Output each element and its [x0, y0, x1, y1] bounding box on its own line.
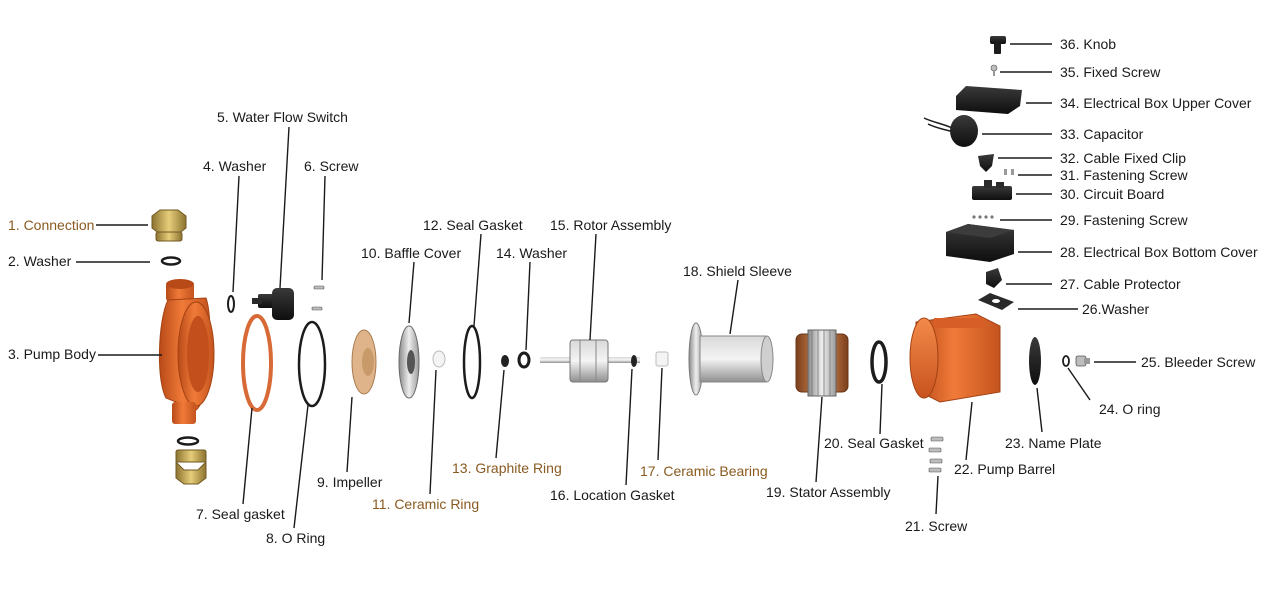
- label-15: 15. Rotor Assembly: [550, 217, 671, 233]
- label-26: 26.Washer: [1082, 301, 1150, 317]
- circuit-board-part: [972, 180, 1012, 200]
- label-22: 22. Pump Barrel: [954, 461, 1055, 477]
- label-2: 2. Washer: [8, 253, 72, 269]
- washer-26-part: [978, 293, 1014, 310]
- connection-part: [151, 209, 187, 242]
- electrical-box-bottom-cover-part: [946, 224, 1014, 262]
- label-7: 7. Seal gasket: [196, 506, 285, 522]
- location-gasket-part: [631, 355, 637, 367]
- label-24: 24. O ring: [1099, 401, 1160, 417]
- electrical-box-upper-cover-part: [956, 86, 1022, 114]
- label-8: 8. O Ring: [266, 530, 325, 546]
- label-27: 27. Cable Protector: [1060, 276, 1181, 292]
- fastening-screw-31-part: [1004, 169, 1014, 175]
- label-6: 6. Screw: [304, 158, 359, 174]
- o-ring-24-part: [1062, 355, 1070, 367]
- label-12: 12. Seal Gasket: [423, 217, 523, 233]
- label-20: 20. Seal Gasket: [824, 435, 924, 451]
- pump-barrel-part: [909, 313, 1001, 403]
- label-31: 31. Fastening Screw: [1060, 167, 1189, 183]
- label-10: 10. Baffle Cover: [361, 245, 461, 261]
- washer-4-part: [227, 295, 235, 313]
- connection-bottom-part: [175, 449, 207, 485]
- label-16: 16. Location Gasket: [550, 487, 675, 503]
- bleeder-screw-part: [1075, 355, 1090, 367]
- o-ring-8-part: [297, 320, 327, 408]
- pump-body-part: [158, 279, 215, 424]
- washer-2-part: [160, 256, 182, 266]
- label-23: 23. Name Plate: [1005, 435, 1102, 451]
- part-labels: 1. Connection 2. Washer 3. Pump Body 4. …: [8, 36, 1258, 546]
- label-4: 4. Washer: [203, 158, 267, 174]
- label-29: 29. Fastening Screw: [1060, 212, 1189, 228]
- label-1: 1. Connection: [8, 217, 94, 233]
- label-33: 33. Capacitor: [1060, 126, 1144, 142]
- label-9: 9. Impeller: [317, 474, 383, 490]
- label-13: 13. Graphite Ring: [452, 460, 562, 476]
- label-32: 32. Cable Fixed Clip: [1060, 150, 1186, 166]
- seal-gasket-12-part: [462, 324, 482, 400]
- rotor-assembly-part: [540, 339, 640, 383]
- label-18: 18. Shield Sleeve: [683, 263, 792, 279]
- cable-protector-part: [986, 268, 1002, 288]
- washer-14-part: [517, 351, 531, 369]
- label-3: 3. Pump Body: [8, 346, 96, 362]
- shield-sleeve-part: [688, 322, 774, 396]
- water-flow-switch-part: [252, 288, 294, 320]
- label-30: 30. Circuit Board: [1060, 186, 1164, 202]
- label-35: 35. Fixed Screw: [1060, 64, 1161, 80]
- label-11: 11. Ceramic Ring: [372, 496, 479, 512]
- knob-part: [990, 36, 1006, 54]
- stator-assembly-part: [795, 329, 849, 397]
- cable-fixed-clip-part: [978, 154, 994, 172]
- seal-gasket-20-part: [870, 340, 888, 384]
- label-28: 28. Electrical Box Bottom Cover: [1060, 244, 1258, 260]
- fastening-screw-29-part: [972, 215, 994, 219]
- washer-bottom-part: [176, 436, 200, 446]
- ceramic-bearing-part: [655, 351, 669, 367]
- screw-6-part: [311, 285, 325, 311]
- label-17: 17. Ceramic Bearing: [640, 463, 768, 479]
- ceramic-ring-part: [432, 350, 446, 368]
- name-plate-part: [1029, 337, 1041, 385]
- leader-lines: [76, 43, 1136, 529]
- label-36: 36. Knob: [1060, 36, 1116, 52]
- impeller-part: [351, 329, 377, 395]
- label-25: 25. Bleeder Screw: [1141, 354, 1256, 370]
- label-21: 21. Screw: [905, 518, 968, 534]
- screw-21-part: [928, 436, 944, 473]
- label-34: 34. Electrical Box Upper Cover: [1060, 95, 1252, 111]
- graphite-ring-part: [501, 355, 509, 367]
- label-5: 5. Water Flow Switch: [217, 109, 348, 125]
- label-14: 14. Washer: [496, 245, 567, 261]
- seal-gasket-7-part: [241, 314, 273, 412]
- capacitor-part: [923, 115, 978, 147]
- fixed-screw-35-part: [990, 64, 998, 76]
- label-19: 19. Stator Assembly: [766, 484, 891, 500]
- baffle-cover-part: [398, 325, 420, 399]
